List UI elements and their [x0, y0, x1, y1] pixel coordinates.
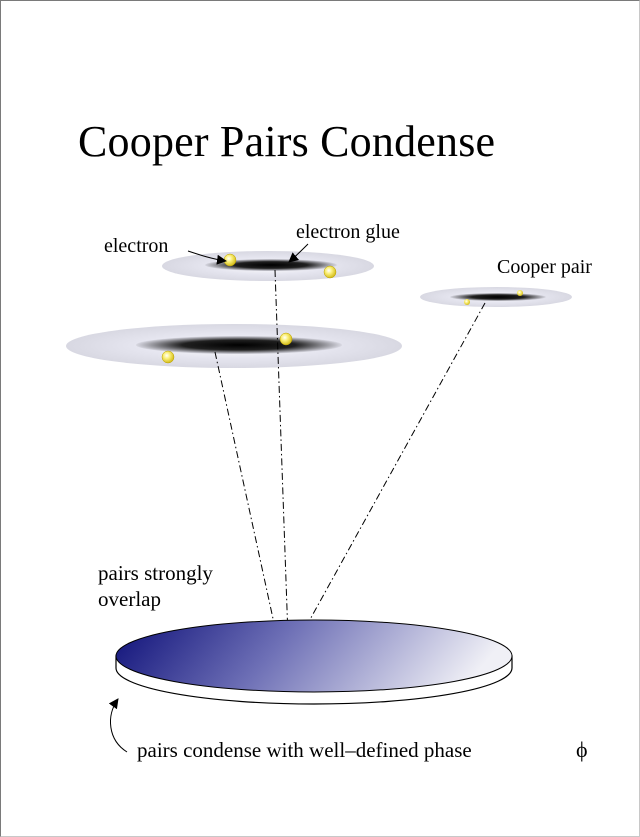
cooper-pair-large: [66, 324, 402, 368]
electron-label-arrow: [187, 250, 227, 265]
cooper-pair-small: [420, 287, 572, 307]
page-title: Cooper Pairs Condense: [78, 117, 496, 166]
phase-symbol: ϕ: [576, 737, 588, 762]
condense-arrow: [274, 269, 293, 638]
electron-label: electron: [104, 235, 169, 257]
disk-top: [115, 619, 513, 693]
cooper-pair-top: [162, 251, 374, 281]
condensation-arrows: [214, 269, 486, 638]
electron-ball: [279, 332, 293, 346]
caption-label: pairs condense with well–defined phase: [137, 738, 472, 762]
pair-core: [205, 259, 337, 271]
electron-ball: [517, 290, 523, 296]
overlap-label: pairs strongly overlap: [98, 561, 213, 612]
pair-core: [450, 293, 546, 301]
electron-ball: [223, 253, 237, 267]
condense-arrow: [214, 351, 280, 638]
electron-ball: [161, 350, 175, 364]
condense-arrow: [301, 302, 486, 635]
electron-ball: [323, 265, 337, 279]
glue-label-arrow: [288, 243, 309, 263]
cooper-pair-label: Cooper pair: [497, 256, 592, 278]
electron-glue-label: electron glue: [296, 221, 400, 243]
caption-arrow: [108, 698, 128, 753]
condensate-disk: [115, 619, 513, 705]
electron-ball: [464, 299, 470, 305]
